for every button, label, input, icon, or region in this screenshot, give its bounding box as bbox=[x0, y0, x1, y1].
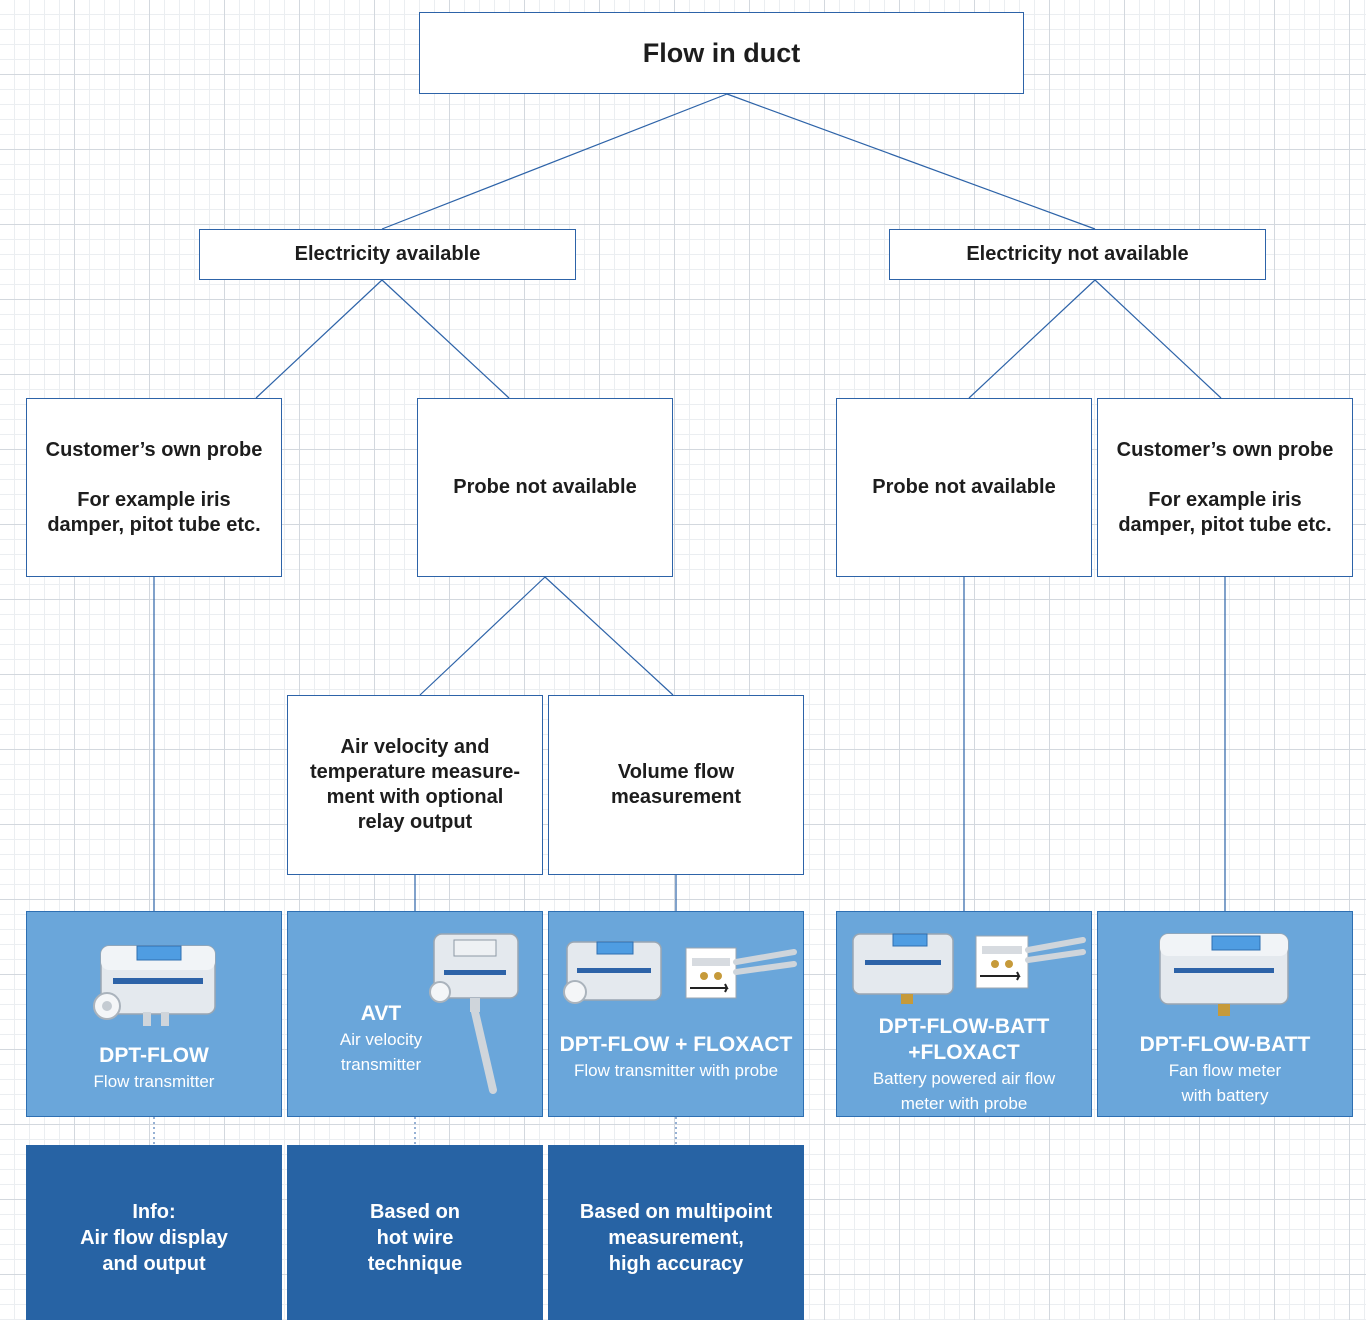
product-card: AVT Air velocity transmitter bbox=[287, 911, 543, 1117]
product-name: DPT-FLOW-BATT +FLOXACT bbox=[878, 1015, 1050, 1064]
product-card: DPT-FLOW-BATT +FLOXACT Battery powered a… bbox=[836, 911, 1092, 1117]
product-card: DPT-FLOW + FLOXACT Flow transmitter with… bbox=[548, 911, 804, 1117]
electricity-not-available-node: Electricity not available bbox=[889, 229, 1266, 280]
root-label: Flow in duct bbox=[642, 37, 801, 68]
product-name: DPT-FLOW-BATT bbox=[1139, 1033, 1311, 1056]
product-name: AVT bbox=[360, 1002, 402, 1025]
product-description: Fan flow meter with battery bbox=[1168, 1061, 1282, 1105]
air-velocity-measurement-label: Air velocity and temperature measure- me… bbox=[309, 736, 521, 833]
electricity-available-node: Electricity available bbox=[199, 229, 576, 280]
pressure-transmitter-icon bbox=[93, 945, 216, 1026]
electricity-not-available-label: Electricity not available bbox=[966, 243, 1189, 265]
product-description: Air velocity transmitter bbox=[339, 1030, 423, 1074]
air-velocity-probe-icon bbox=[429, 933, 519, 1094]
battery-meter-with-probe-icon bbox=[852, 933, 1086, 1004]
own-probe-note: For example iris damper, pitot tube etc. bbox=[1118, 488, 1332, 536]
product-name: DPT-FLOW + FLOXACT bbox=[559, 1033, 793, 1056]
product-card: DPT-FLOW Flow transmitter bbox=[26, 911, 282, 1117]
product-description: Battery powered air flow meter with prob… bbox=[872, 1069, 1056, 1113]
product-description: Flow transmitter bbox=[93, 1072, 215, 1091]
transmitter-with-probe-icon bbox=[563, 941, 797, 1004]
probe-not-available-title: Probe not available bbox=[872, 476, 1056, 498]
product-card: DPT-FLOW-BATT Fan flow meter with batter… bbox=[1097, 911, 1353, 1117]
probe-not-available-title: Probe not available bbox=[453, 476, 637, 498]
own-probe-note: For example iris damper, pitot tube etc. bbox=[47, 488, 261, 536]
own-probe-node: Customer’s own probe For example iris da… bbox=[1097, 398, 1353, 577]
air-velocity-measurement-node: Air velocity and temperature measure- me… bbox=[287, 695, 543, 875]
info-box: Based on multipoint measurement, high ac… bbox=[548, 1145, 804, 1320]
volume-flow-measurement-node: Volume flow measurement bbox=[548, 695, 804, 875]
info-box: Based on hot wire technique bbox=[287, 1145, 543, 1320]
own-probe-title: Customer’s own probe bbox=[45, 438, 263, 461]
probe-not-available-node: Probe not available bbox=[417, 398, 673, 577]
probe-not-available-node: Probe not available bbox=[836, 398, 1092, 577]
root-node: Flow in duct bbox=[419, 12, 1024, 94]
product-description: Flow transmitter with probe bbox=[573, 1061, 779, 1080]
volume-flow-measurement-label: Volume flow measurement bbox=[610, 761, 742, 808]
own-probe-node: Customer’s own probe For example iris da… bbox=[26, 398, 282, 577]
own-probe-title: Customer’s own probe bbox=[1116, 438, 1334, 461]
battery-meter-icon bbox=[1159, 933, 1289, 1016]
info-box: Info: Air flow display and output bbox=[26, 1145, 282, 1320]
electricity-available-label: Electricity available bbox=[294, 243, 481, 265]
product-name: DPT-FLOW bbox=[99, 1044, 209, 1067]
